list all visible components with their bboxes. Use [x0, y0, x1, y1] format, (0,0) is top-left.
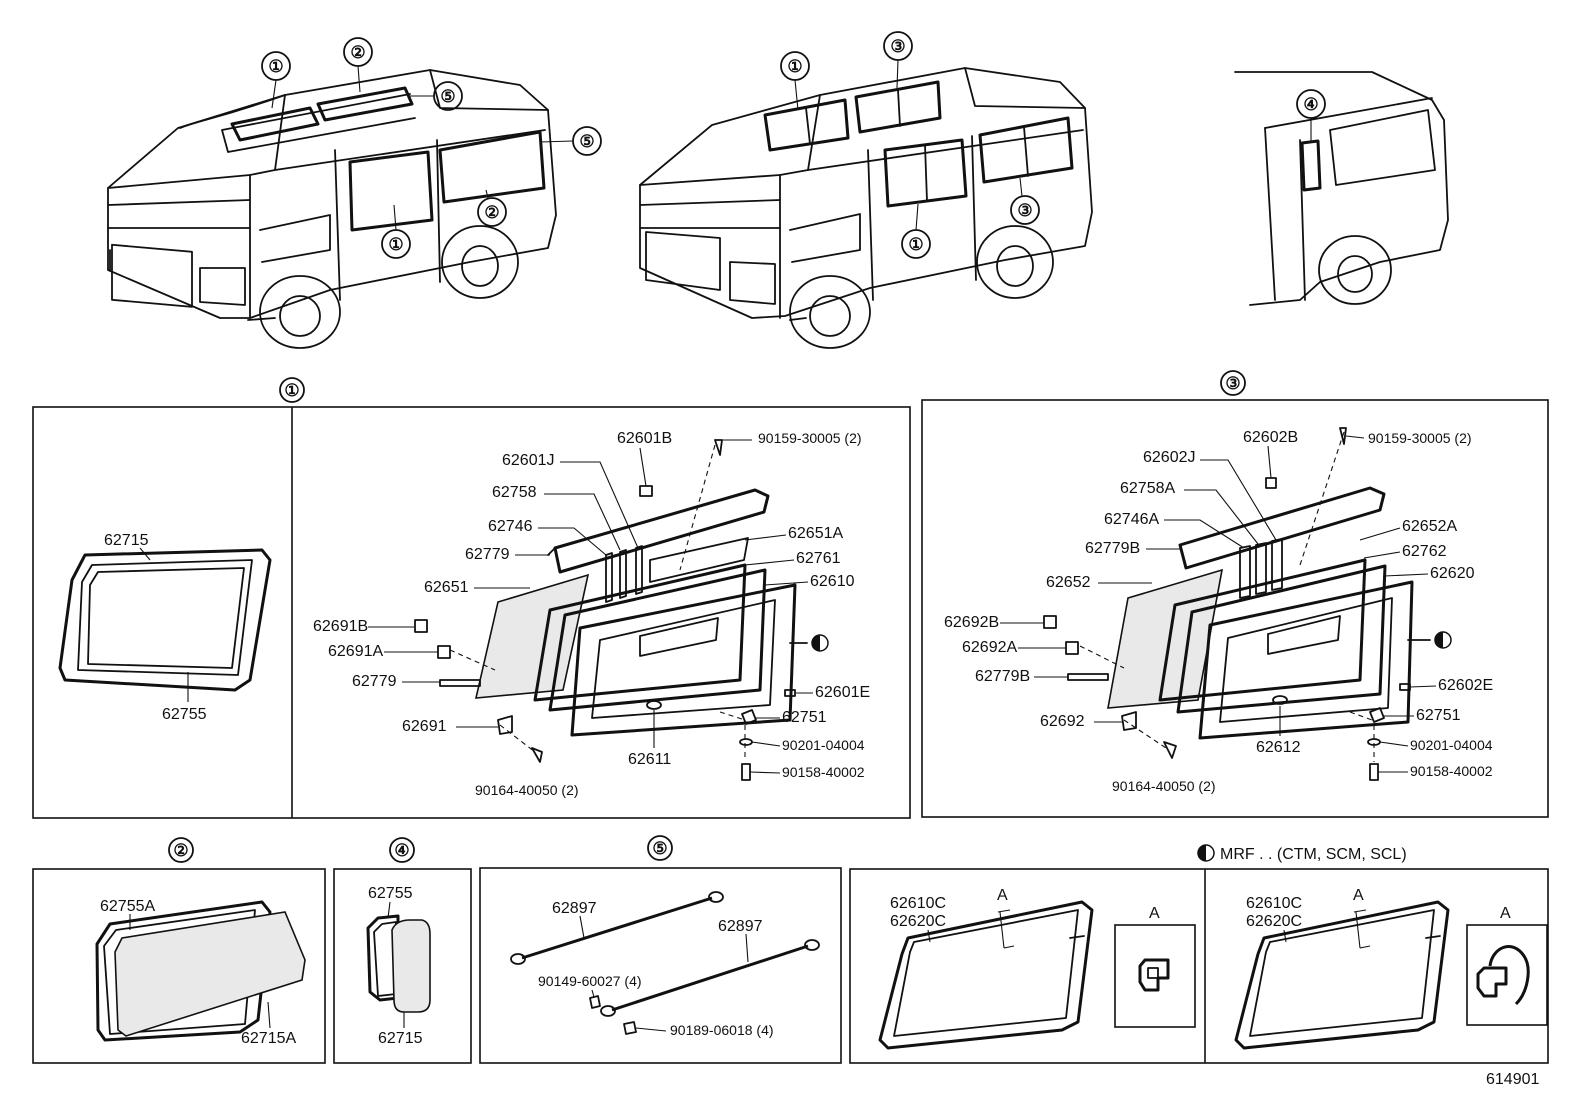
part-62692A: 62692A	[962, 639, 1017, 656]
part-90149-60027: 90149-60027 (4)	[538, 973, 642, 989]
van1-callout-1b: ①	[388, 235, 403, 254]
figure-number: 614901	[1486, 1071, 1539, 1088]
window-assembly-3	[1043, 427, 1431, 781]
window-assembly-1	[414, 439, 808, 781]
section-1-label: ①	[284, 381, 299, 400]
part-90158-40002: 90158-40002	[782, 764, 865, 780]
half-moon-marker-s3	[1434, 631, 1452, 649]
mrf-right-detail-A: A	[1500, 905, 1511, 922]
van2-callout-1: ①	[787, 57, 802, 76]
part-90159-30005: 90159-30005 (2)	[758, 430, 862, 446]
van2-callout-3b: ③	[1017, 201, 1032, 220]
part-62779B-top: 62779B	[1085, 540, 1140, 557]
part-62897-a: 62897	[552, 900, 597, 917]
frame-62715-62755	[58, 548, 272, 692]
part-62762: 62762	[1402, 543, 1447, 560]
part-62611: 62611	[628, 751, 671, 768]
part-62751: 62751	[782, 709, 827, 726]
part-62602E: 62602E	[1438, 677, 1493, 694]
part-62652A: 62652A	[1402, 518, 1457, 535]
part-90189-06018: 90189-06018 (4)	[670, 1022, 774, 1038]
section-5: ⑤ 62897 62897 90149-60027 (4) 90189-0601…	[479, 835, 842, 1064]
part-90201-04004: 90201-04004	[782, 737, 865, 753]
part-62746: 62746	[488, 518, 533, 535]
part-62601J: 62601J	[502, 452, 555, 469]
part-62758A: 62758A	[1120, 480, 1175, 497]
part-62715-s4: 62715	[378, 1030, 423, 1047]
van-illustration-3: ④	[1234, 71, 1449, 306]
part-62692B: 62692B	[944, 614, 999, 631]
part-62715A: 62715A	[241, 1030, 296, 1047]
half-moon-marker-mrf	[1197, 844, 1215, 862]
part-62779B-bottom: 62779B	[975, 668, 1030, 685]
van1-callout-5b: ⑤	[579, 132, 594, 151]
part-62612: 62612	[1256, 739, 1301, 756]
section-4-label: ④	[394, 841, 409, 860]
mrf-right-arrow-A: A	[1353, 887, 1364, 904]
section-2-label: ②	[173, 841, 188, 860]
van-illustration-2: ① ③ ③ ①	[639, 31, 1093, 349]
mrf-left-arrow-A: A	[997, 887, 1008, 904]
part-62652: 62652	[1046, 574, 1091, 591]
van2-callout-1b: ①	[908, 235, 923, 254]
part-62897-b: 62897	[718, 918, 763, 935]
section-3: ③	[921, 370, 1549, 818]
part-62692: 62692	[1040, 713, 1085, 730]
part-62691A: 62691A	[328, 643, 383, 660]
mrf-left-detail-A: A	[1149, 905, 1160, 922]
part-62755: 62755	[162, 706, 207, 723]
part-62746A: 62746A	[1104, 511, 1159, 528]
part-62755A: 62755A	[100, 898, 155, 915]
mrf-right-62620C: 62620C	[1246, 913, 1302, 930]
mrf-left-62620C: 62620C	[890, 913, 946, 930]
section-5-label: ⑤	[652, 839, 667, 858]
part-62601E: 62601E	[815, 684, 870, 701]
part-62620: 62620	[1430, 565, 1475, 582]
van2-callout-3: ③	[890, 37, 905, 56]
part-62601B: 62601B	[617, 430, 672, 447]
part-90201-04004-s3: 90201-04004	[1410, 737, 1493, 753]
part-90164-40050-s3: 90164-40050 (2)	[1112, 778, 1216, 794]
section-4: ④ 62755 62715	[333, 837, 472, 1064]
van-illustration-1: ① ② ⑤ ⑤ ② ①	[107, 37, 602, 349]
van3-callout-4: ④	[1303, 95, 1318, 114]
part-62602B: 62602B	[1243, 429, 1298, 446]
van1-callout-2: ②	[350, 43, 365, 62]
part-90159-30005-s3: 90159-30005 (2)	[1368, 430, 1472, 446]
part-62691: 62691	[402, 718, 447, 735]
part-90164-40050: 90164-40050 (2)	[475, 782, 579, 798]
part-90158-40002-s3: 90158-40002	[1410, 763, 1493, 779]
section-mrf: MRF . . (CTM, SCM, SCL) 62610C 62620C A …	[849, 844, 1549, 1064]
part-62751-s3: 62751	[1416, 707, 1461, 724]
part-62610: 62610	[810, 573, 855, 590]
part-62715: 62715	[104, 532, 149, 549]
van1-callout-2b: ②	[484, 203, 499, 222]
part-62602J: 62602J	[1143, 449, 1196, 466]
mrf-left-62610C: 62610C	[890, 895, 946, 912]
part-62651: 62651	[424, 579, 469, 596]
van1-callout-5a: ⑤	[440, 87, 455, 106]
part-62758: 62758	[492, 484, 537, 501]
section-3-label: ③	[1225, 374, 1240, 393]
half-moon-marker-s1	[811, 634, 829, 652]
part-62755-s4: 62755	[368, 885, 413, 902]
van1-callout-1: ①	[268, 57, 283, 76]
section-1: ① 62715 62755	[32, 377, 911, 819]
part-62779-top: 62779	[465, 546, 510, 563]
part-62691B: 62691B	[313, 618, 368, 635]
part-62761: 62761	[796, 550, 841, 567]
part-62651A: 62651A	[788, 525, 843, 542]
section-2: ② 62755A 62715A	[32, 837, 326, 1064]
part-62779-bottom: 62779	[352, 673, 397, 690]
mrf-right-62610C: 62610C	[1246, 895, 1302, 912]
mrf-note: MRF . . (CTM, SCM, SCL)	[1220, 846, 1407, 863]
